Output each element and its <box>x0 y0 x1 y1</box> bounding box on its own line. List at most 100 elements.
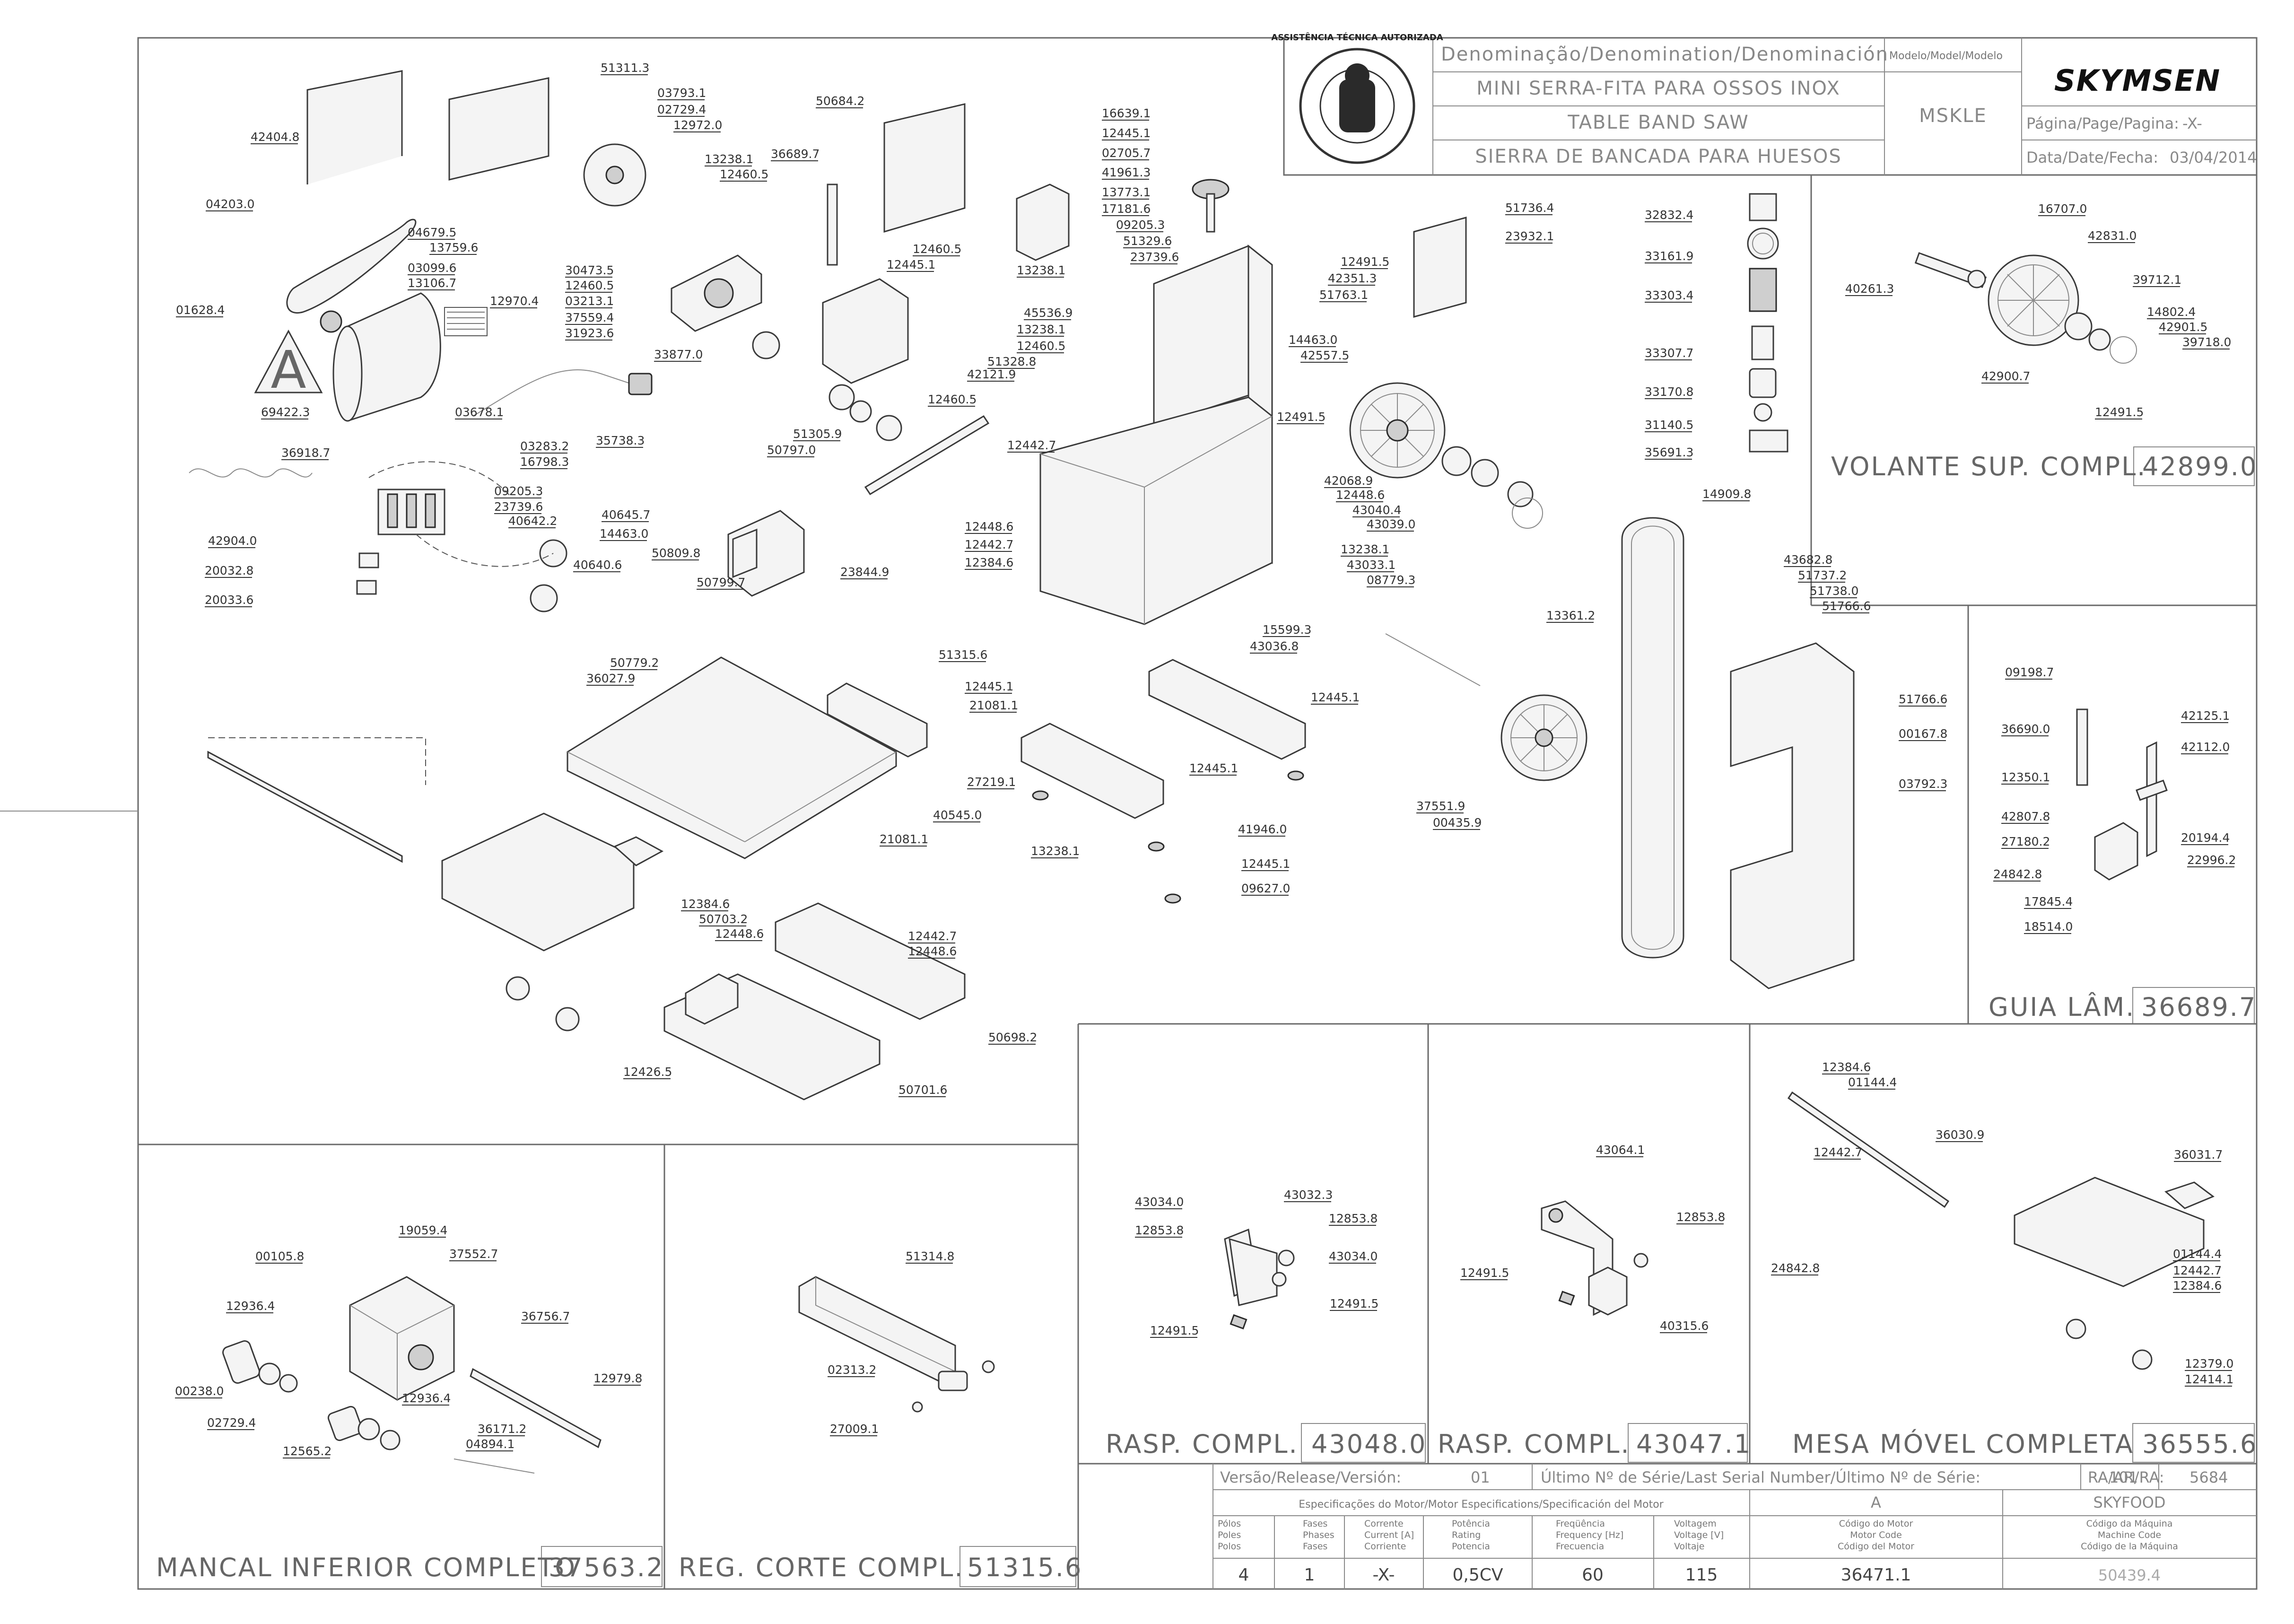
table-top-shape <box>567 656 897 859</box>
ra-label: RA/AR/RA: <box>2088 1468 2164 1486</box>
val-current: -X- <box>1372 1565 1395 1585</box>
date-value: 03/04/2014 <box>2170 148 2257 166</box>
part-callout: 33877.0 <box>654 348 703 361</box>
part-callout: 43036.8 <box>1250 639 1299 653</box>
part-callout: 31140.5 <box>1645 418 1693 432</box>
part-callout: 14463.0 <box>600 527 648 541</box>
section-code-reg-corte: 51315.6 <box>967 1553 1082 1582</box>
ra-value: 5684 <box>2189 1468 2228 1486</box>
parts-drawing: A <box>189 70 2215 1474</box>
part-callout: 40642.2 <box>508 514 557 528</box>
part-callout: 12442.7 <box>1814 1145 1862 1159</box>
hdr-voltage-2: Voltage [V] <box>1674 1530 1724 1540</box>
part-callout: 21081.1 <box>969 698 1018 712</box>
part-callout: 51329.6 <box>1123 234 1172 248</box>
part-callout: 42900.7 <box>1981 369 2030 383</box>
part-callout: 12379.0 <box>2185 1357 2233 1371</box>
hdr-rating-1: Potência <box>1452 1519 1490 1529</box>
denomination-label: Denominação/Denomination/Denominación <box>1441 44 1889 65</box>
hdr-phases-3: Fases <box>1303 1541 1327 1552</box>
guard-cover-shape <box>883 103 966 233</box>
part-callout: 42831.0 <box>2088 229 2137 243</box>
section-title-mesa-movel: MESA MÓVEL COMPLETA <box>1792 1429 2134 1459</box>
section-code-mesa-movel: 36555.6 <box>2142 1429 2258 1459</box>
part-callout: 12384.6 <box>1822 1060 1871 1074</box>
hdr-motor-code-1: Código do Motor <box>1839 1519 1913 1529</box>
guard-bracket-shape <box>306 70 403 184</box>
motor-spec-headers: Pólos Poles Polos Fases Phases Fases Cor… <box>1218 1519 2178 1552</box>
part-callout: 43682.8 <box>1784 553 1832 567</box>
section-code-volante: 42899.0 <box>2142 452 2258 481</box>
part-callout: 00167.8 <box>1899 727 1947 741</box>
hdr-rating-2: Rating <box>1452 1530 1481 1540</box>
guide-housing-shape <box>822 278 909 384</box>
part-callout: 12448.6 <box>1336 488 1385 502</box>
drawing-frame <box>0 37 2258 1590</box>
part-callout: 12491.5 <box>1150 1324 1199 1337</box>
hdr-machine-code-2: Machine Code <box>2098 1530 2161 1540</box>
name-pt: MINI SERRA-FITA PARA OSSOS INOX <box>1476 78 1840 99</box>
part-callout: 42125.1 <box>2181 709 2230 723</box>
part-callout: 14802.4 <box>2147 305 2196 319</box>
part-callout: 16639.1 <box>1102 106 1151 120</box>
part-callout: 12426.5 <box>623 1065 672 1079</box>
part-callout: 20032.8 <box>205 564 253 577</box>
part-callout: 23844.9 <box>840 565 889 579</box>
part-callout: 12460.5 <box>720 167 768 181</box>
part-callout: 12491.5 <box>1277 410 1326 424</box>
part-callout: 17181.6 <box>1102 202 1151 216</box>
part-callout: 33170.8 <box>1645 385 1693 399</box>
cut-regulator-shape <box>798 1276 956 1382</box>
part-callout: 12565.2 <box>283 1444 331 1458</box>
hdr-machine-code-1: Código da Máquina <box>2086 1519 2173 1529</box>
seal-text: ASSISTÊNCIA TÉCNICA AUTORIZADA <box>1271 32 1443 43</box>
section-title-mancal: MANCAL INFERIOR COMPLETO <box>156 1553 576 1582</box>
part-callout: 22996.2 <box>2187 853 2236 867</box>
authorized-service-seal: ASSISTÊNCIA TÉCNICA AUTORIZADA <box>1271 32 1443 164</box>
part-callout: 51328.8 <box>987 355 1036 368</box>
part-callout: 45536.9 <box>1024 306 1073 320</box>
model-value: MSKLE <box>1919 105 1987 127</box>
part-callout: 12936.4 <box>402 1391 451 1405</box>
part-callout: 08779.3 <box>1367 573 1415 587</box>
hdr-voltage-3: Voltaje <box>1674 1541 1705 1552</box>
part-callout: 12445.1 <box>1241 857 1290 871</box>
part-callout: 12853.8 <box>1676 1210 1725 1224</box>
part-callout: 51736.4 <box>1505 201 1554 215</box>
part-callout: 01628.4 <box>176 303 225 317</box>
part-callout: 12448.6 <box>715 927 764 941</box>
section-title-volante: VOLANTE SUP. COMPL. <box>1831 452 2146 481</box>
val-frequency: 60 <box>1582 1565 1604 1585</box>
part-callout: 03678.1 <box>455 405 504 419</box>
date-label: Data/Date/Fecha: <box>2026 148 2158 166</box>
part-callout: 43034.0 <box>1329 1249 1378 1263</box>
guide-post-shape <box>2076 708 2088 786</box>
part-callout: 51766.6 <box>1899 692 1947 706</box>
hdr-machine-code-3: Código de la Máquina <box>2081 1541 2178 1552</box>
part-callout: 12460.5 <box>565 279 614 292</box>
part-callout: 04894.1 <box>466 1437 515 1451</box>
part-callout: 42068.9 <box>1324 474 1373 488</box>
part-callout: 20194.4 <box>2181 831 2230 845</box>
section-title-rasp-2: RASP. COMPL. <box>1438 1429 1631 1459</box>
part-callout: 41946.0 <box>1238 822 1287 836</box>
belt-shape <box>286 218 417 314</box>
part-callout: 03213.1 <box>565 294 614 308</box>
val-phases: 1 <box>1304 1565 1315 1585</box>
part-callout: 20033.6 <box>205 593 253 607</box>
part-callout: 13773.1 <box>1102 185 1151 199</box>
part-callout: 12350.1 <box>2001 770 2050 784</box>
part-callout: 42807.8 <box>2001 810 2050 823</box>
part-callout: 23739.6 <box>1130 250 1179 264</box>
part-callout: 13238.1 <box>1017 263 1065 277</box>
part-callout: 12448.6 <box>908 944 957 958</box>
section-title-rasp-1: RASP. COMPL. <box>1106 1429 1299 1459</box>
name-es: SIERRA DE BANCADA PARA HUESOS <box>1475 146 1842 167</box>
label-ground-shape <box>1753 403 1772 422</box>
part-callout: 27180.2 <box>2001 835 2050 848</box>
label-info-shape <box>1749 193 1777 221</box>
guide-arm-shape <box>2146 741 2157 857</box>
part-callout: 02729.4 <box>207 1416 256 1430</box>
hdr-voltage-1: Voltagem <box>1674 1519 1717 1529</box>
part-callout: 13238.1 <box>705 152 753 166</box>
